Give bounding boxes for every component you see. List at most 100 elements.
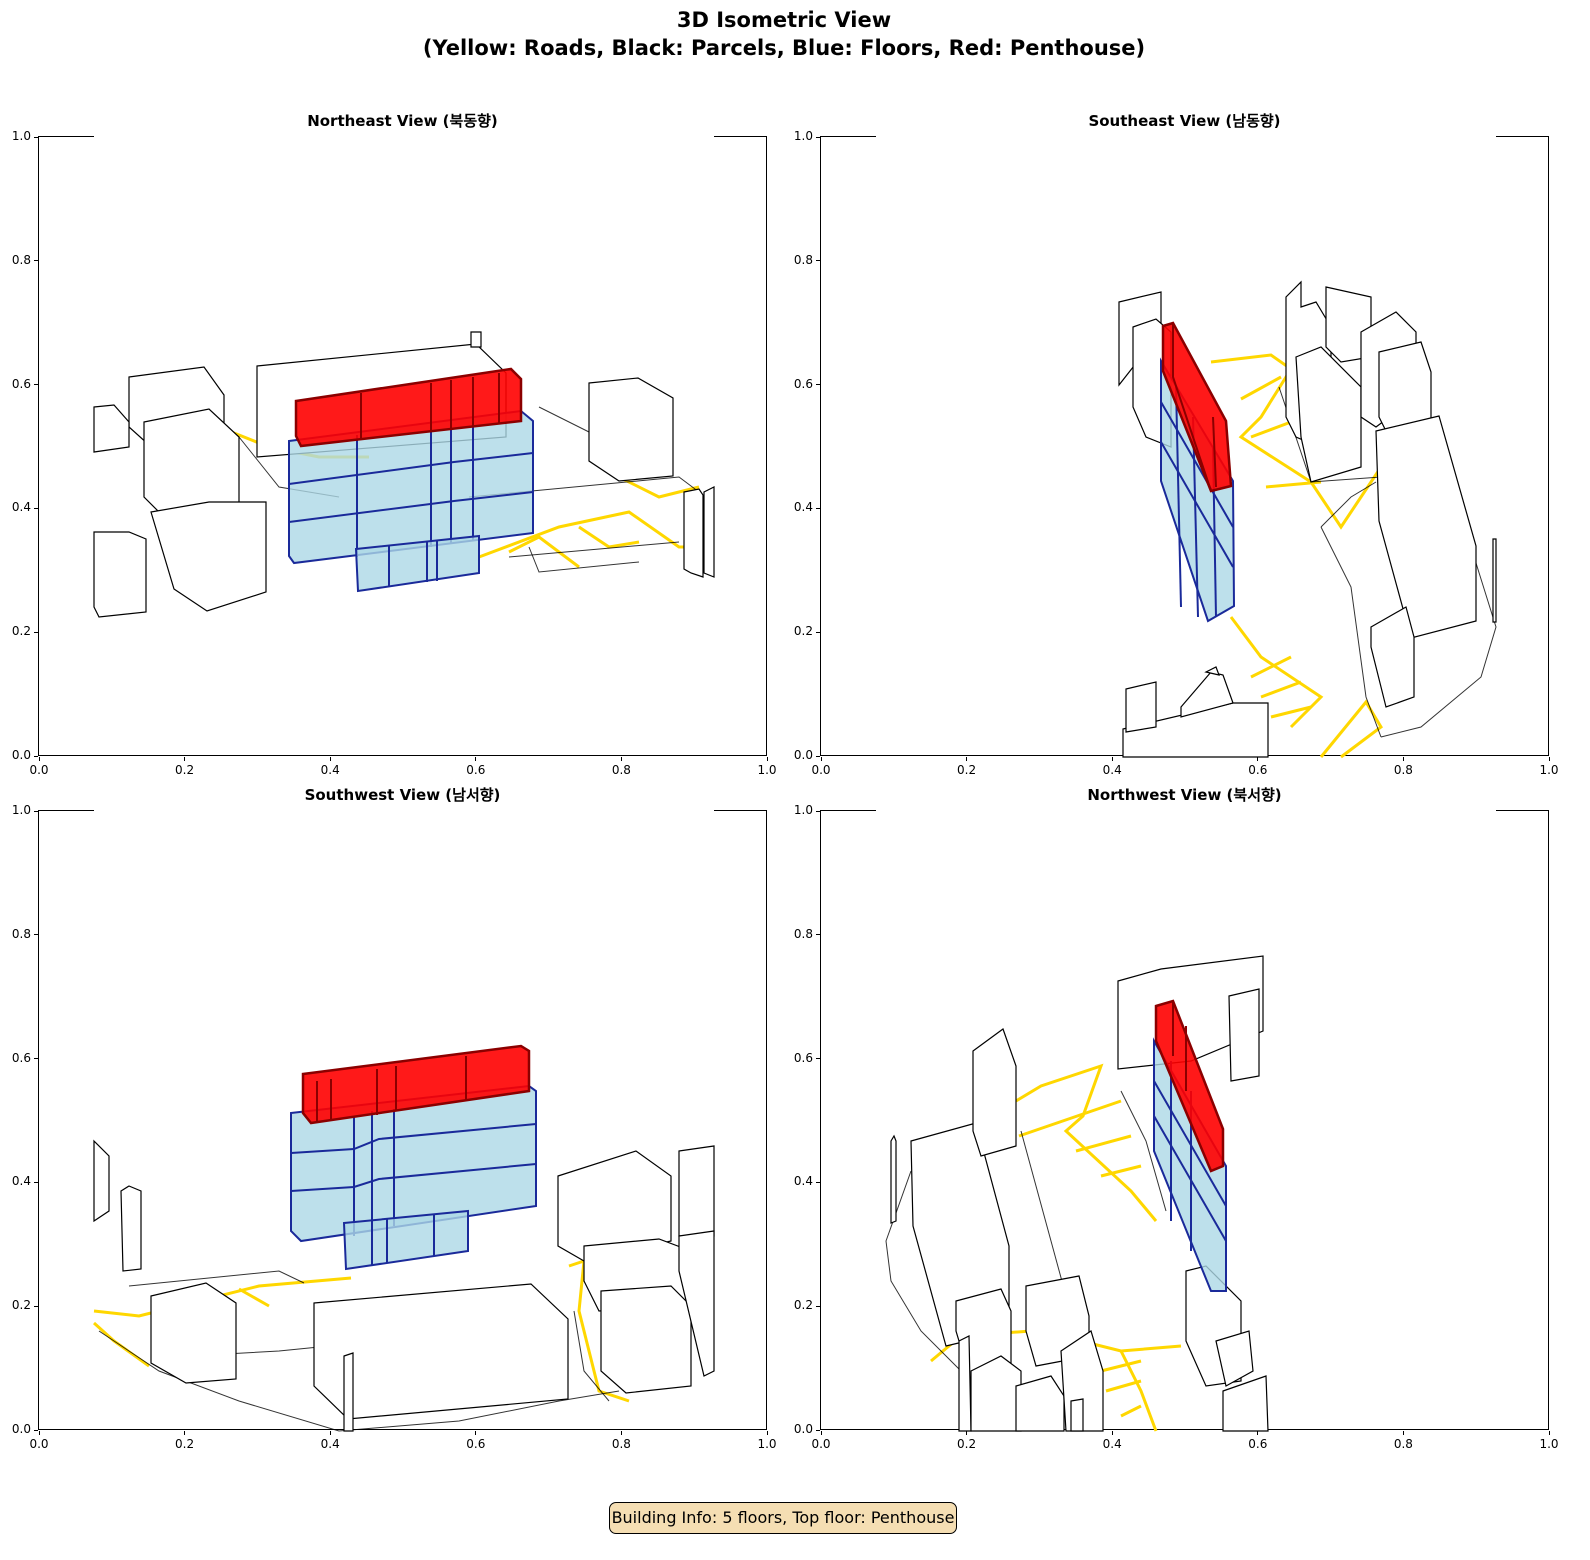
y-tick-mark [34,755,38,757]
y-tick-mark [816,507,820,509]
y-tick-label: 0.2 [11,624,31,639]
y-tick-mark [816,1058,820,1060]
y-tick-label: 1.0 [11,803,31,817]
y-tick-mark [816,1305,820,1307]
y-tick-label: 0.4 [793,500,813,515]
x-tick-label: 0.8 [611,763,631,777]
y-tick-mark [34,1058,38,1060]
x-tick-mark [184,1431,186,1435]
x-tick-mark [329,1431,331,1435]
scene-southeast [876,135,1497,759]
title-line-1: 3D Isometric View [676,8,892,32]
x-tick-mark [766,1431,768,1435]
y-tick-label: 0.2 [11,1298,31,1313]
y-tick-mark [816,384,820,386]
x-tick-label: 0.0 [29,1437,49,1451]
x-tick-label: 0.8 [1393,763,1413,777]
y-tick-label: 0.4 [793,1174,813,1189]
x-tick-mark [1257,1431,1259,1435]
x-tick-label: 0.4 [1102,1437,1122,1451]
x-tick-mark [1548,757,1550,761]
y-tick-label: 0.0 [11,748,31,762]
x-tick-label: 0.8 [611,1437,631,1451]
x-tick-mark [38,1431,40,1435]
y-tick-label: 0.0 [11,1422,31,1436]
panel-title-northeast: Northeast View (북동향) [307,112,498,130]
penthouse-block [301,1044,531,1125]
y-tick-mark [816,934,820,936]
x-tick-label: 1.0 [757,763,777,777]
figure-title: 3D Isometric View (Yellow: Roads, Black:… [0,6,1568,62]
x-tick-mark [1257,757,1259,761]
x-tick-mark [329,757,331,761]
x-tick-mark [766,757,768,761]
x-tick-mark [966,757,968,761]
x-tick-mark [475,1431,477,1435]
x-tick-mark [1402,1431,1404,1435]
scene-northeast [93,135,715,618]
x-tick-mark [1111,1431,1113,1435]
x-tick-label: 1.0 [757,1437,777,1451]
y-tick-mark [34,507,38,509]
y-tick-label: 1.0 [793,803,813,817]
panel-title-northwest: Northwest View (북서향) [1087,786,1282,804]
y-tick-mark [816,1429,820,1431]
parcel-building-tall [1375,415,1477,639]
x-tick-label: 0.0 [811,763,831,777]
x-tick-mark [38,757,40,761]
x-tick-label: 0.4 [1102,763,1122,777]
y-tick-mark [34,1181,38,1183]
floors-lower-block [342,1209,469,1271]
y-tick-label: 0.4 [11,500,31,515]
y-tick-label: 1.0 [793,129,813,143]
x-tick-label: 0.2 [957,763,977,777]
x-tick-mark [1111,757,1113,761]
x-tick-label: 0.4 [320,1437,340,1451]
y-tick-mark [34,260,38,262]
y-tick-mark [34,810,38,812]
x-tick-mark [820,1431,822,1435]
parcel-building [313,1283,569,1420]
x-tick-label: 0.2 [957,1437,977,1451]
x-tick-mark [820,757,822,761]
scene-southwest [92,809,715,1432]
y-tick-mark [816,1181,820,1183]
y-tick-mark [34,1429,38,1431]
x-tick-label: 0.6 [1248,1437,1268,1451]
y-tick-mark [816,810,820,812]
y-tick-label: 0.6 [793,1050,813,1065]
scene-northwest [876,809,1496,1432]
x-tick-label: 0.2 [175,763,195,777]
y-tick-label: 0.2 [793,624,813,639]
y-tick-label: 0.8 [793,252,813,267]
x-tick-label: 0.0 [811,1437,831,1451]
y-tick-label: 0.6 [793,376,813,391]
y-tick-label: 0.0 [793,748,813,762]
y-tick-label: 0.0 [793,1422,813,1436]
x-tick-label: 0.4 [320,763,340,777]
y-tick-label: 1.0 [11,129,31,143]
x-tick-label: 1.0 [1539,1437,1559,1451]
y-tick-label: 0.6 [11,376,31,391]
x-tick-mark [184,757,186,761]
x-tick-label: 0.0 [29,763,49,777]
x-tick-label: 0.6 [466,763,486,777]
x-tick-label: 0.8 [1393,1437,1413,1451]
y-tick-mark [34,136,38,138]
y-tick-label: 0.6 [11,1050,31,1065]
y-tick-mark [816,631,820,633]
building-info-box: Building Info: 5 floors, Top floor: Pent… [609,1502,957,1534]
y-tick-mark [34,934,38,936]
x-tick-label: 1.0 [1539,763,1559,777]
x-tick-mark [966,1431,968,1435]
title-line-2: (Yellow: Roads, Black: Parcels, Blue: Fl… [422,36,1146,60]
y-tick-label: 0.8 [11,926,31,941]
y-tick-label: 0.8 [11,252,31,267]
x-tick-mark [475,757,477,761]
y-tick-label: 0.4 [11,1174,31,1189]
panel-title-southwest: Southwest View (남서향) [304,786,501,804]
